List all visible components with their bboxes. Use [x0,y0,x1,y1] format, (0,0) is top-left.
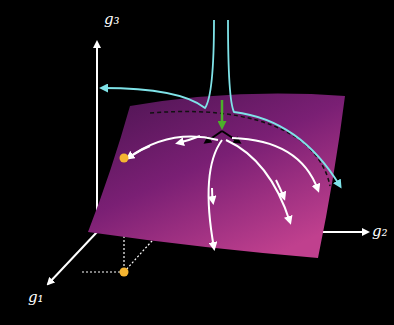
g1-axis [48,232,97,284]
trajectory [102,20,214,108]
flow-lines [128,136,318,248]
axis-label: g₁ [28,290,44,305]
green-arrow [221,100,224,126]
black-arrow [206,131,222,142]
axis-label: g₂ [372,224,388,239]
trajectory [228,20,340,186]
black-arrow [222,131,239,142]
surface [88,94,345,258]
point [120,268,129,277]
axis-label: g₃ [104,12,120,27]
point [120,154,129,163]
g3-axis [96,42,98,232]
